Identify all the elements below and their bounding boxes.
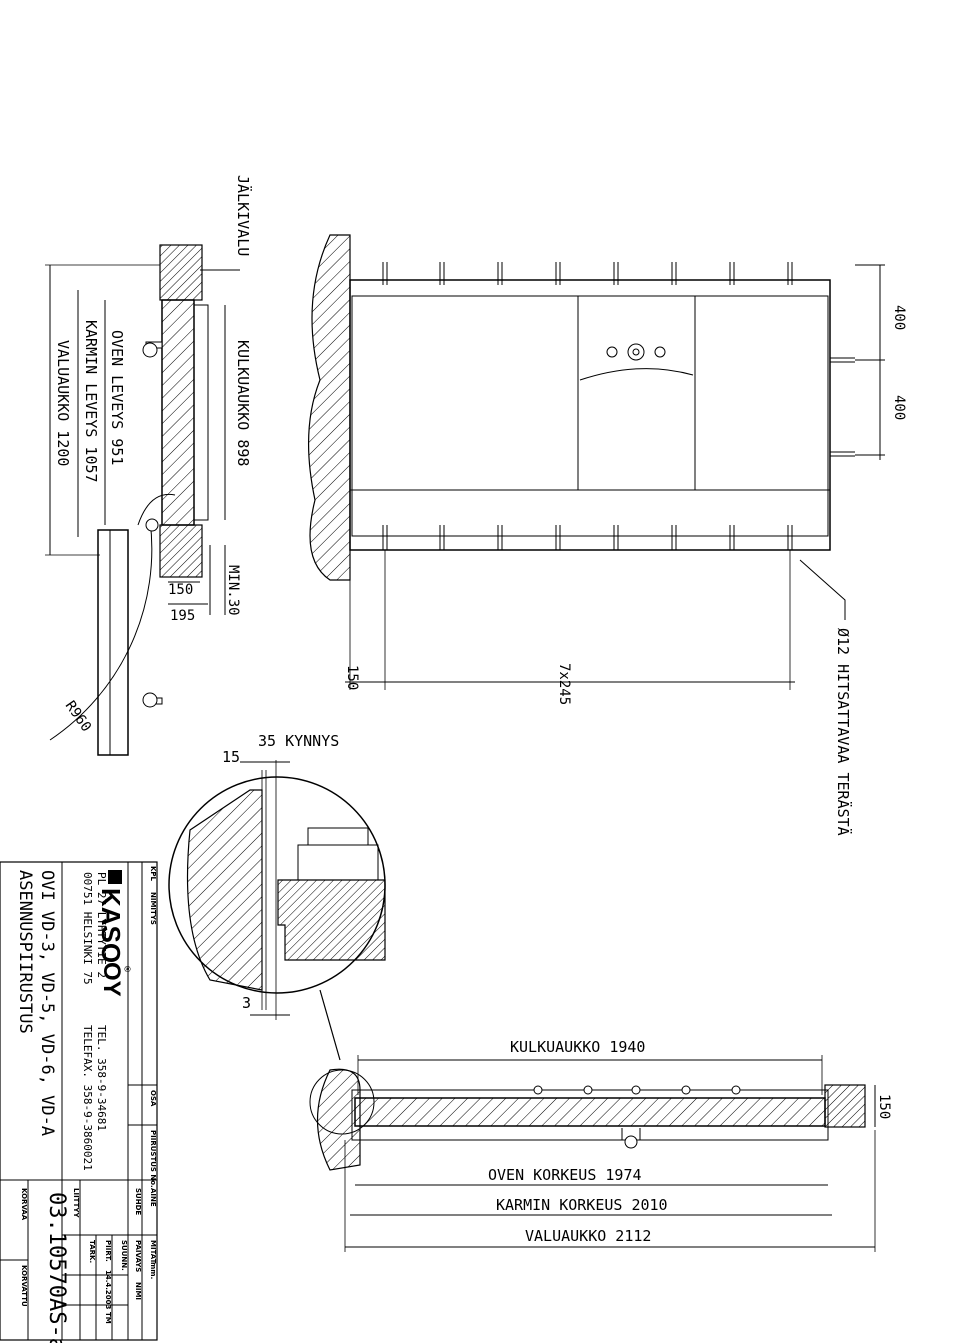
company-logo: KASO [96, 888, 126, 963]
swing-radius-label: R960 [62, 698, 94, 735]
door-leaf-width-label: OVEN LEVEYS 951 [108, 330, 126, 465]
elevation-dim-top-400: 400 [891, 305, 907, 330]
tb-piirt-name: TM [104, 1312, 112, 1324]
section-view [309, 1055, 876, 1252]
section-dim-150: 150 [876, 1094, 892, 1119]
company-suffix: OY [98, 962, 125, 997]
drawing-number: 03.10570AS-a [44, 1192, 69, 1343]
door-height-label: OVEN KORKEUS 1974 [488, 1166, 642, 1184]
tb-piirt-date: 14.4.2003 [104, 1270, 112, 1310]
tb-nimitys: NIMITYS [149, 892, 157, 925]
frame-width-label: KARMIN LEVEYS 1057 [82, 320, 100, 483]
address-line-1: PL 27 LYHTYTIE 2 [95, 872, 108, 978]
drawing-type: ASENNUSPIIRUSTUS [15, 870, 35, 1034]
title-block [0, 861, 158, 1341]
tb-suhde: SUHDE [134, 1188, 142, 1215]
tb-paivays: PÄIVÄYS [134, 1240, 143, 1272]
floor-label: JÄLKIVALU [234, 175, 253, 256]
bar-spacing-label: 7x245 [556, 663, 572, 705]
rebar-note: Ø12 HITSATTAVAA TERÄSTÄ [834, 628, 853, 836]
tb-osa: OSA [149, 1090, 157, 1107]
tb-aine: AINE [149, 1188, 157, 1207]
casting-opening-width-label: VALUAUKKO 1200 [54, 340, 72, 466]
tb-korvattu: KORVATTU [20, 1265, 28, 1307]
company-reg-mark: ® [121, 966, 132, 973]
tb-liittyy: LIITTYY [72, 1188, 80, 1218]
tb-kpl: KPL [149, 866, 157, 882]
threshold-detail [168, 760, 386, 1061]
tb-tark: TARK. [88, 1240, 96, 1263]
tb-mitat: MITAT [149, 1240, 157, 1264]
telephone: TEL. 358-9-34681 [95, 1025, 108, 1131]
address-line-2: 00751 HELSINKI 75 [81, 872, 94, 985]
elevation-view [307, 234, 885, 690]
detail-dim-15: 15 [222, 748, 240, 766]
plan-dim-150: 150 [168, 582, 193, 598]
tb-piirt: PIIRT. [104, 1240, 112, 1262]
elevation-dim-second-400: 400 [891, 395, 907, 420]
plan-view [45, 244, 240, 756]
plan-dim-195: 195 [170, 608, 195, 624]
tb-mitat-unit: mm. [149, 1262, 157, 1279]
frame-height-label: KARMIN KORKEUS 2010 [496, 1196, 668, 1214]
detail-dim-3: 3 [242, 994, 251, 1012]
elevation-dim-150: 150 [344, 665, 360, 690]
threshold-label: 35 KYNNYS [258, 732, 339, 750]
tb-suunn: SUUNN. [120, 1240, 128, 1271]
tb-nimi: NIMI [134, 1282, 142, 1300]
casting-opening-height-label: VALUAUKKO 2112 [525, 1227, 651, 1245]
tb-korvaa: KORVAA [20, 1188, 28, 1221]
product-title: OVI VD-3, VD-5, VD-6, VD-A [37, 870, 57, 1136]
telefax: TELEFAX. 358-9-3860021 [81, 1025, 94, 1171]
passage-height-label: KULKUAUKKO 1940 [510, 1038, 645, 1056]
tb-piirustus-no: PIIRUSTUS No. [149, 1130, 157, 1188]
min-gap-label: MIN.30 [225, 565, 241, 616]
passage-width-label: KULKUAUKKO 898 [234, 340, 252, 466]
